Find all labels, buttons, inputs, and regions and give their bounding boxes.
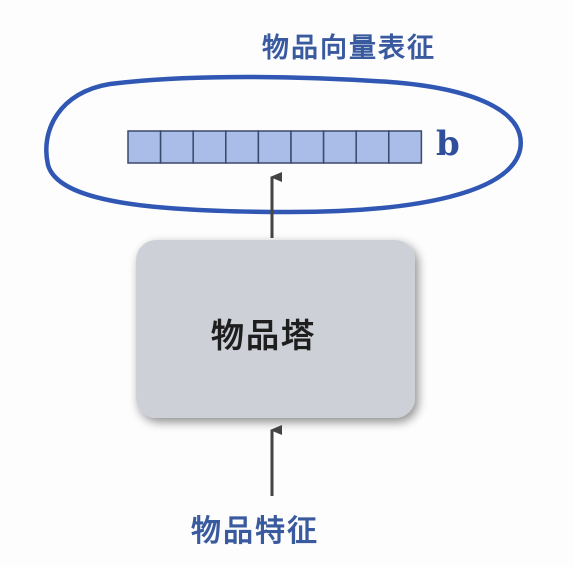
vector-cell xyxy=(355,130,390,164)
item-tower-box xyxy=(136,240,415,418)
item-features-label: 物品特征 xyxy=(191,514,319,549)
item-vector-representation-label: 物品向量表征 xyxy=(262,33,436,64)
vector-cell xyxy=(159,130,194,164)
highlight-ellipse xyxy=(44,74,523,215)
vector-cell xyxy=(257,130,292,164)
vector-cell xyxy=(388,130,423,164)
vector-cell xyxy=(322,130,357,164)
vector-cell xyxy=(192,130,227,164)
vector-cell xyxy=(290,130,325,164)
vector-b-label: b xyxy=(436,124,460,164)
item-tower-label: 物品塔 xyxy=(211,316,316,355)
vector-cell xyxy=(127,130,162,164)
vector-cell xyxy=(225,130,260,164)
vector-b xyxy=(127,130,423,164)
